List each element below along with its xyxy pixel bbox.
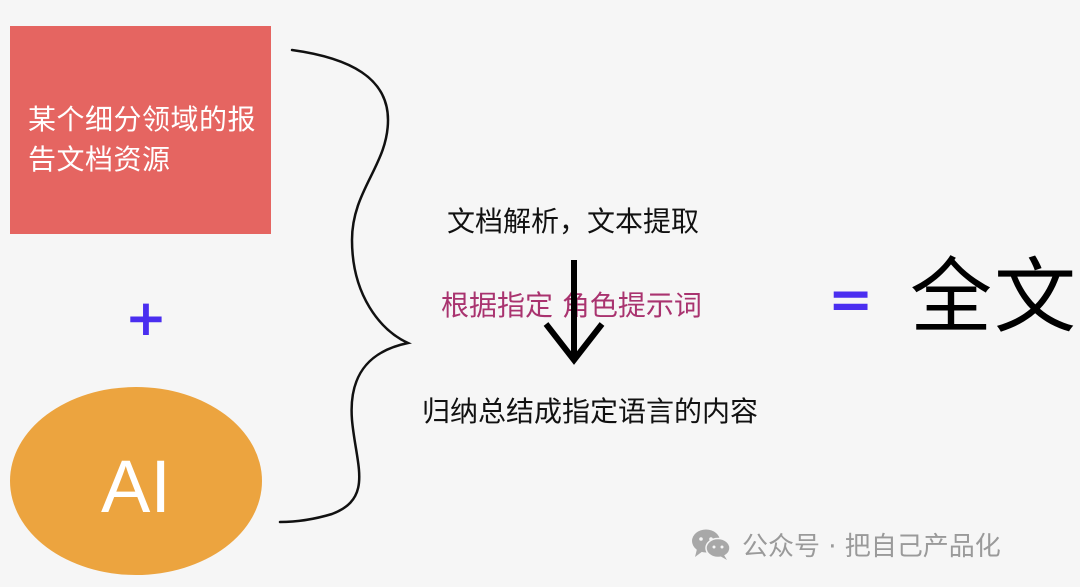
ai-ellipse: AI <box>10 387 262 575</box>
plus-sign: + <box>125 289 167 347</box>
wechat-icon <box>692 529 731 560</box>
document-source-box: 某个细分领域的报告文档资源 <box>10 26 271 234</box>
result-label: 全文 <box>910 250 1079 345</box>
watermark: 公众号 · 把自己产品化 <box>690 524 1001 564</box>
document-source-label: 某个细分领域的报告文档资源 <box>28 103 257 176</box>
curly-brace <box>278 48 412 524</box>
step-parse-extract: 文档解析，文本提取 <box>447 205 700 238</box>
watermark-text: 公众号 · 把自己产品化 <box>742 531 1001 562</box>
equals-sign: = <box>828 268 874 331</box>
ai-label: AI <box>101 445 171 528</box>
down-arrow-icon <box>543 260 605 365</box>
step-summarize: 归纳总结成指定语言的内容 <box>422 395 759 428</box>
